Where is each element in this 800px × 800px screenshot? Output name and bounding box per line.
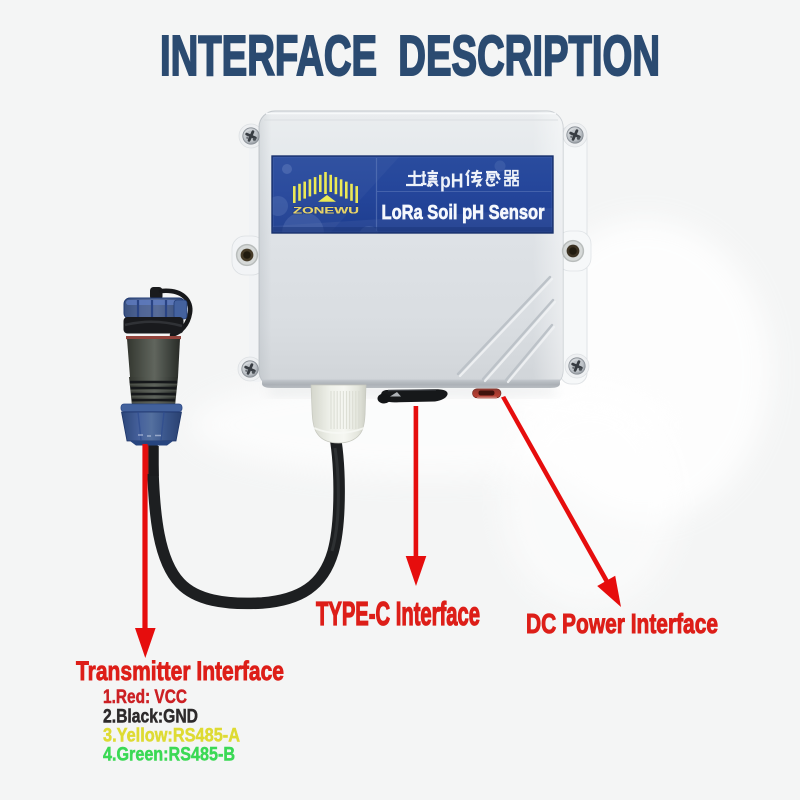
- svg-text:2.Black:GND: 2.Black:GND: [103, 707, 198, 728]
- svg-text:INTERFACE DESCRIPTION: INTERFACE DESCRIPTION: [160, 24, 660, 88]
- svg-text:3.Yellow:RS485-A: 3.Yellow:RS485-A: [103, 726, 240, 747]
- svg-text:pH: pH: [440, 170, 464, 193]
- svg-text:1.Red: VCC: 1.Red: VCC: [103, 687, 187, 708]
- svg-text:DC Power Interface: DC Power Interface: [526, 608, 718, 639]
- svg-text:4.Green:RS485-B: 4.Green:RS485-B: [103, 745, 235, 766]
- svg-text:Transmitter Interface: Transmitter Interface: [76, 656, 284, 686]
- svg-text:ZONEWU: ZONEWU: [293, 206, 359, 217]
- svg-text:ZONEWU: ZONEWU: [293, 206, 359, 217]
- svg-text:TYPE-C Interface: TYPE-C Interface: [316, 595, 480, 632]
- svg-text:LoRa Soil pH Sensor: LoRa Soil pH Sensor: [382, 201, 545, 224]
